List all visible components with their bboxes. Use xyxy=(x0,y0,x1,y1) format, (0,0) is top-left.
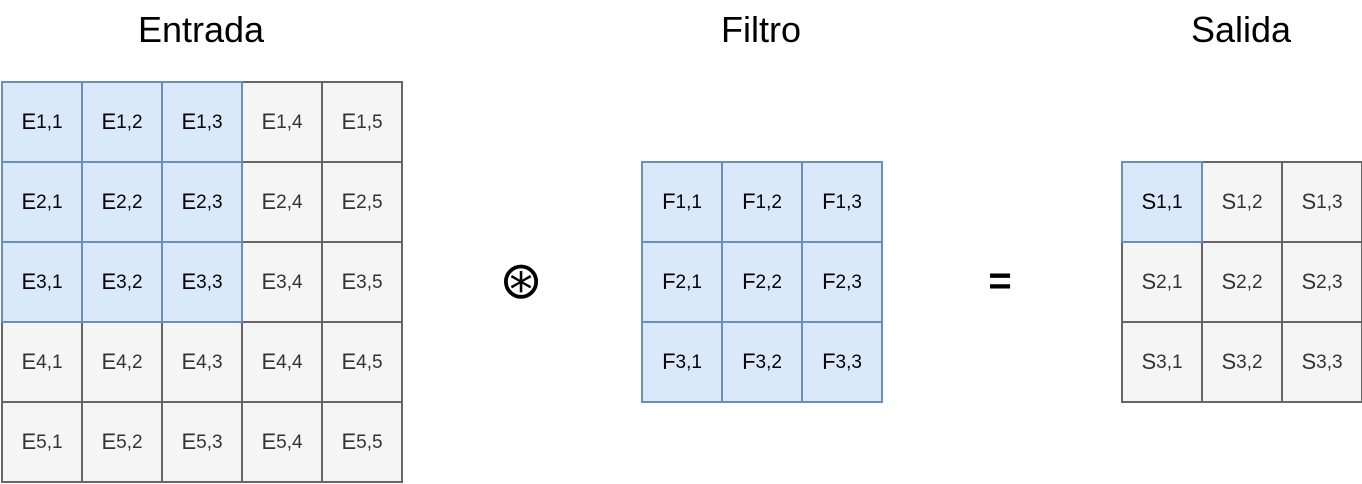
output-title: Salida xyxy=(1190,9,1292,50)
equals-sign: = xyxy=(988,259,1012,303)
convolution-operator: ⊛ xyxy=(499,252,543,310)
filter-title: Filtro xyxy=(721,9,801,50)
input-title: Entrada xyxy=(137,9,265,50)
